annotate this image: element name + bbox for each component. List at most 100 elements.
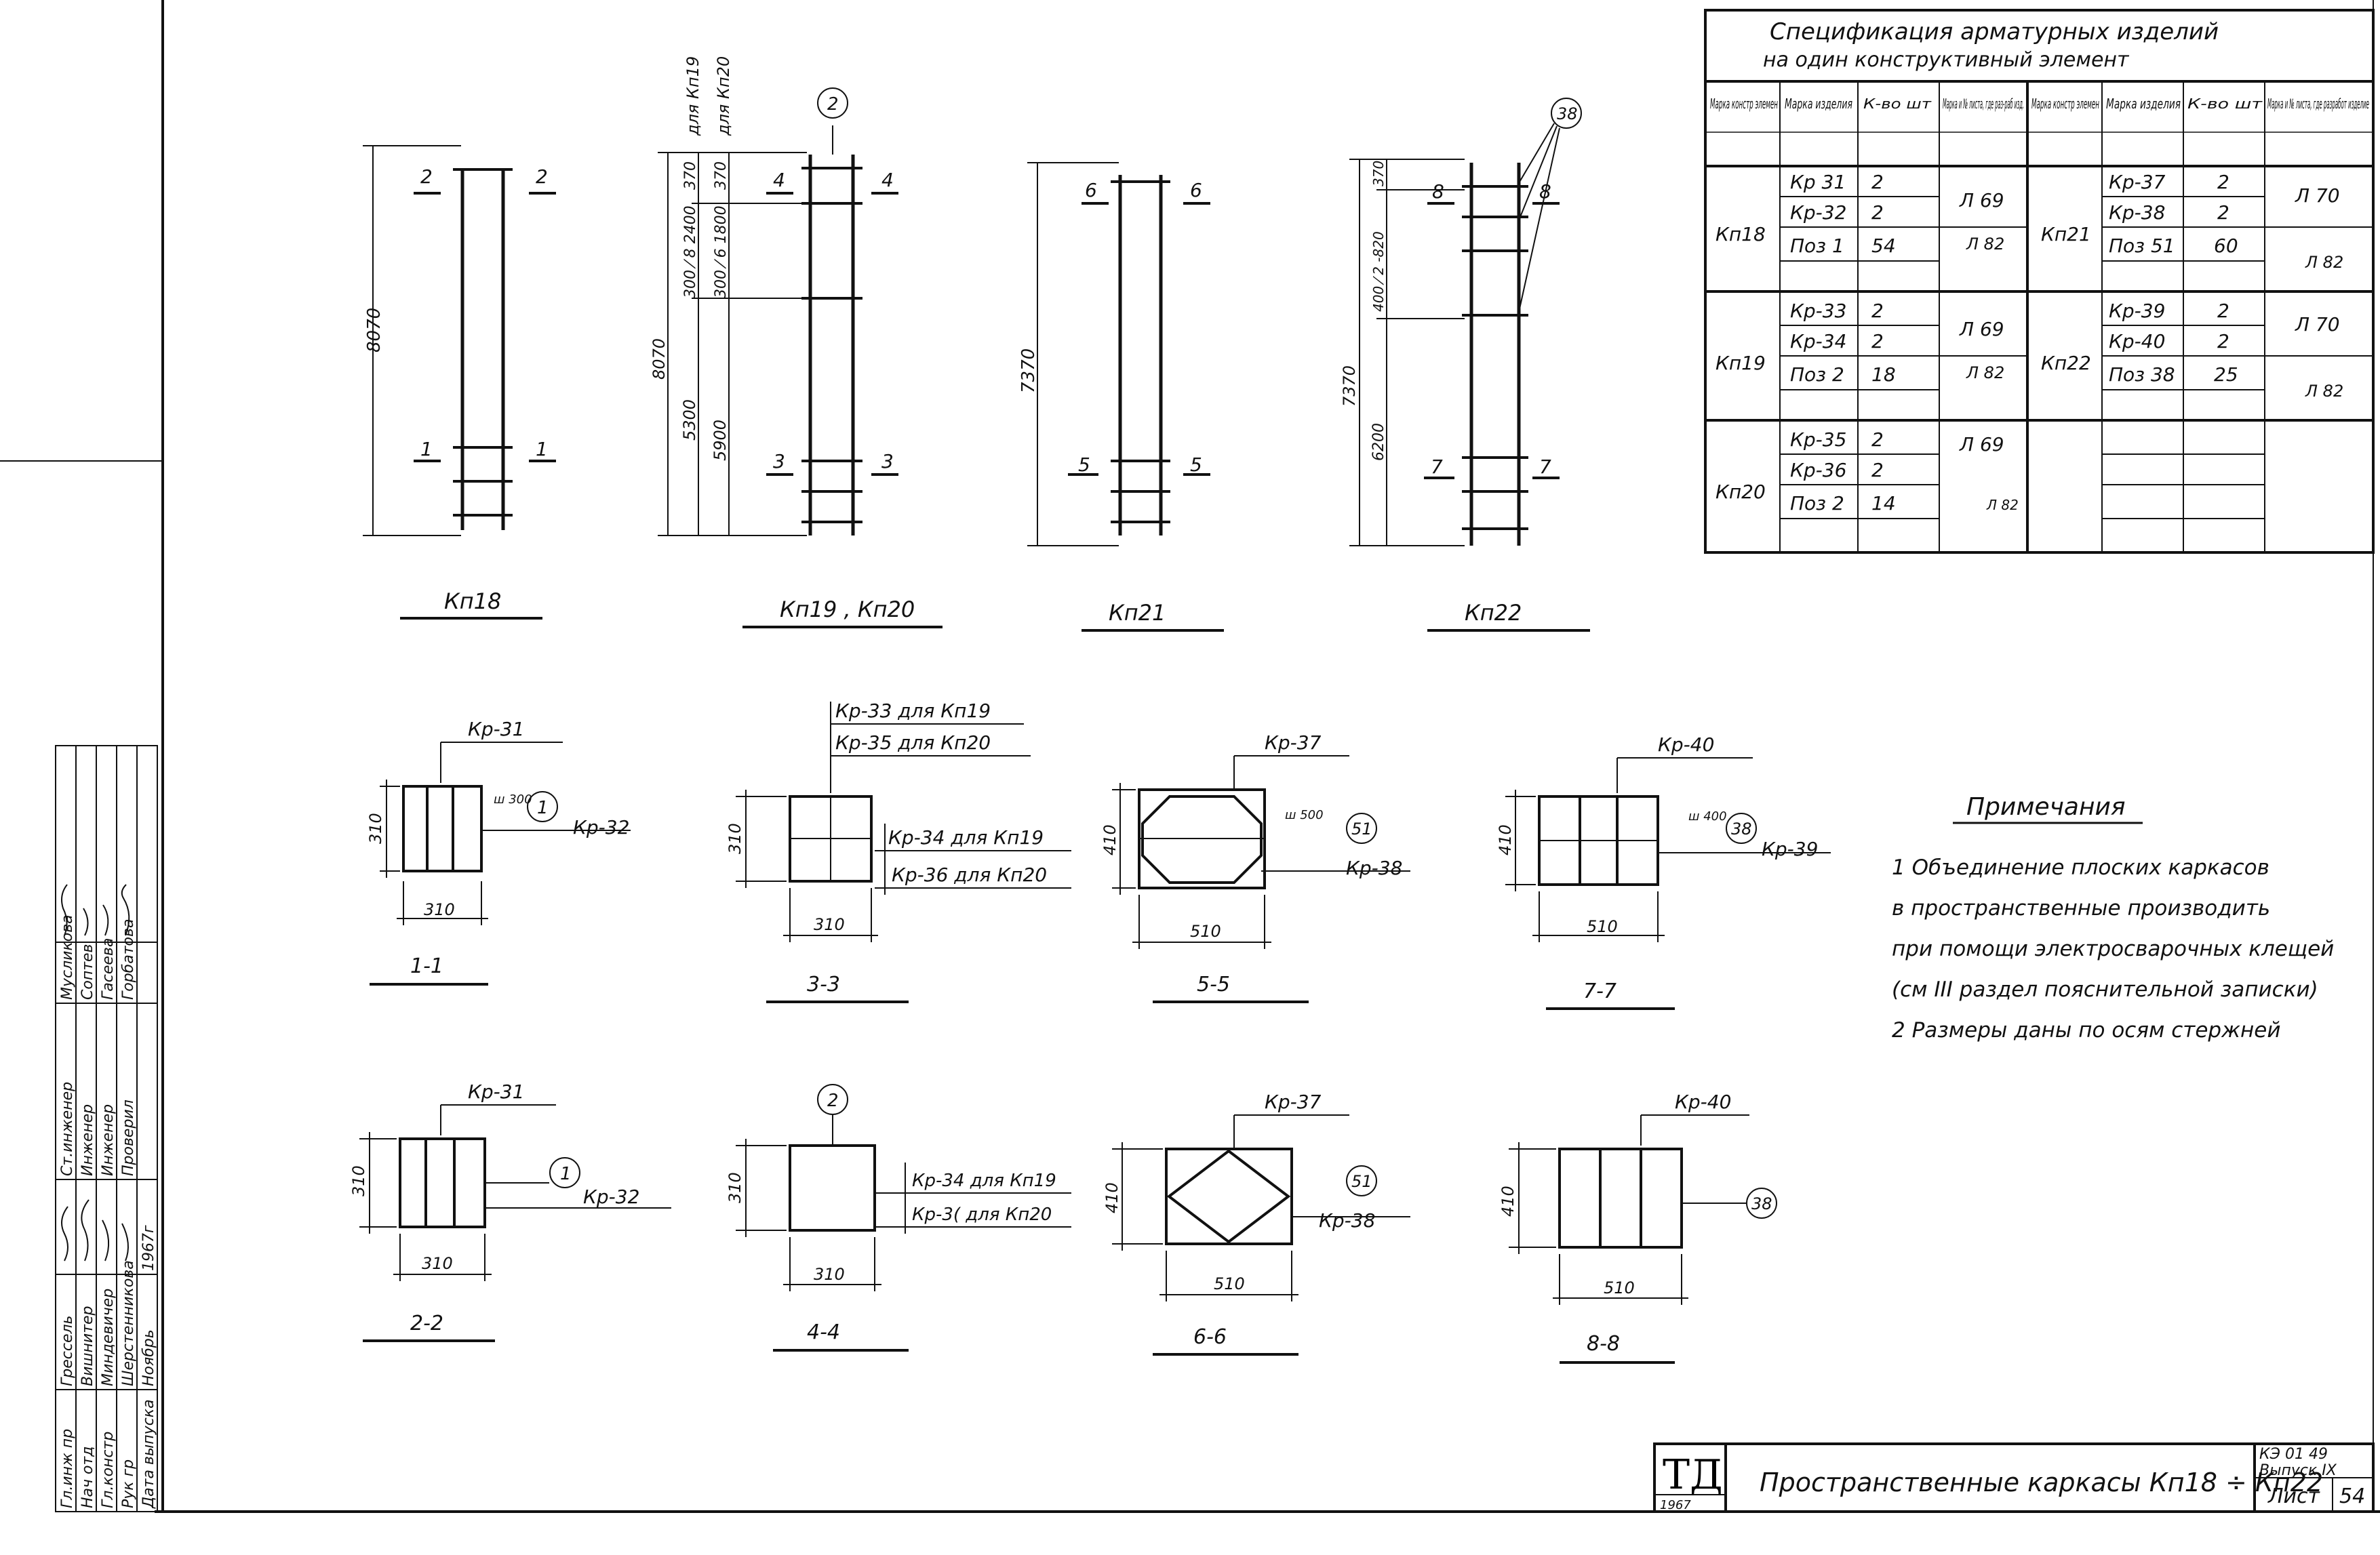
note-line: 1 Объединение плоских каркасов: [1892, 855, 2269, 880]
elevation-kp18: 8070 2 2 1 1 Кп18: [363, 145, 556, 620]
note-line: (см III раздел пояснительной записки): [1892, 977, 2318, 1002]
spec-qty: 54: [1871, 235, 1896, 257]
header-sheet: Марка и № листа, где разработ изделие: [2267, 96, 2369, 112]
spec-qty: 18: [1871, 363, 1896, 386]
spec-element: Кп21: [2041, 223, 2091, 245]
stamp-role: Ст.инженер: [59, 1082, 76, 1176]
spacing-note: ш 400: [1688, 809, 1727, 824]
issue: Выпуск IX: [2259, 1462, 2337, 1479]
header-item: Марка изделия: [2106, 96, 2181, 112]
dim-height: 410: [1103, 1182, 1122, 1213]
spec-title: Спецификация арматурных изделий: [1770, 18, 2219, 45]
side-stamp: Гл.инж пр Грессель Ст.инженер Мусликова …: [55, 745, 158, 1512]
header-qty: К-во шт: [2187, 96, 2263, 112]
spec-sheet: Л 69: [1959, 433, 2004, 456]
elevation-kp22: 38 7370 6200 400 ⁄ 2 -820 370 8 8 7 7 Кп…: [1340, 98, 1590, 632]
spec-table: Спецификация арматурных изделий на один …: [1704, 9, 2375, 554]
dim-height: 310: [349, 1165, 368, 1196]
stamp-name: Миндевичер: [100, 1289, 117, 1386]
spec-element: Кп22: [2041, 352, 2091, 374]
dim-upper: 400 ⁄ 2 -820: [1370, 231, 1387, 312]
spec-qty: 2: [1871, 459, 1884, 481]
section-mark: 1: [536, 438, 548, 460]
section-mark: 4: [773, 169, 785, 191]
callout-2: 2: [827, 94, 839, 115]
section-2-2: Кр-31 Кр-32 1 310 310 2-2: [349, 1081, 671, 1342]
spec-qty: 2: [1871, 330, 1884, 352]
section-mark: 6: [1085, 179, 1097, 201]
dim-upper: 300 ⁄ 6 1800: [713, 205, 730, 298]
spec-item: Поз 2: [1790, 492, 1844, 514]
dim-height: 410: [1499, 1186, 1518, 1217]
sheet-number: 54: [2339, 1485, 2365, 1508]
stamp-year: 1967г: [140, 1225, 157, 1271]
sheet-label: Лист: [2267, 1485, 2321, 1508]
bar-label: Кр-37: [1265, 1091, 1322, 1113]
dim-top: 370: [713, 161, 730, 190]
bar-label: Кр-36 для Кп20: [892, 864, 1047, 886]
spec-sheet: Л 70: [2295, 313, 2340, 336]
stamp-role: Проверил: [120, 1099, 137, 1176]
callout: 38: [1731, 820, 1752, 839]
dim-width: 510: [1604, 1278, 1635, 1297]
bar-label: Кр-3( для Кп20: [912, 1205, 1052, 1225]
dim-width: 310: [814, 1265, 845, 1284]
section-title: 3-3: [807, 973, 840, 996]
stamp-date: Ноябрь: [140, 1329, 157, 1386]
header-item: Марка изделия: [1785, 96, 1852, 112]
bar-label: Кр-38: [1319, 1209, 1375, 1232]
spec-sheet: Л 82: [1986, 497, 2019, 513]
section-1-1: Кр-31 Кр-32 ш 300 1 310 310 1-1: [366, 718, 631, 986]
spec-element: Кп19: [1715, 352, 1766, 374]
section-mark: 6: [1190, 179, 1202, 201]
section-6-6: Кр-37 Кр-38 51 510 410 6-6: [1103, 1091, 1410, 1356]
dim-height: 8070: [650, 338, 669, 380]
elevation-kp21: 7370 6 6 5 5 Кп21: [1018, 162, 1224, 632]
spec-qty: 2: [1871, 300, 1884, 322]
spec-item: Поз 1: [1790, 235, 1844, 257]
spec-item: Кр-39: [2109, 300, 2165, 322]
section-3-3: Кр-33 для Кп19 Кр-35 для Кп20 Кр-34 для …: [726, 700, 1071, 1003]
label-kp19: для Кп19: [683, 56, 702, 136]
stamp-name: Горбатова: [120, 919, 137, 1000]
spec-item: Кр 31: [1790, 171, 1846, 193]
bar-label: Кр-32: [583, 1186, 639, 1208]
label-kp20: для Кп20: [714, 56, 733, 136]
dim-width: 310: [424, 900, 455, 919]
section-4-4: 2 Кр-34 для Кп19 Кр-3( для Кп20 310 310 …: [726, 1084, 1071, 1352]
spec-qty: 2: [1871, 428, 1884, 451]
spec-sheet: Л 82: [2305, 382, 2343, 401]
elevation-title: Кп22: [1465, 600, 1522, 626]
section-mark: 2: [536, 165, 548, 188]
callout-38: 38: [1557, 104, 1578, 123]
spec-item: Кр-35: [1790, 428, 1846, 451]
callout: 51: [1351, 1172, 1372, 1191]
spec-item: Поз 38: [2109, 363, 2175, 386]
stamp-name: Грессель: [59, 1315, 76, 1386]
spec-element: Кп18: [1715, 223, 1766, 245]
section-title: 7-7: [1583, 980, 1617, 1003]
callout: 38: [1751, 1194, 1772, 1213]
callout: 1: [537, 798, 549, 818]
signatures: [61, 884, 130, 1261]
stamp-name: Вишнитер: [79, 1306, 96, 1386]
notes: Примечания 1 Объединение плоских каркасо…: [1892, 793, 2334, 1043]
stamp-name: Мусликова: [59, 914, 76, 1000]
logo: ТД: [1663, 1451, 1723, 1499]
title-block: ТД 1967 Пространственные каркасы Кп18 ÷ …: [1653, 1442, 2375, 1513]
spec-item: Кр-36: [1790, 459, 1846, 481]
callout: 1: [560, 1164, 572, 1184]
spec-qty: 2: [2217, 330, 2229, 352]
dim-width: 310: [422, 1254, 453, 1273]
dim-width: 510: [1190, 922, 1221, 941]
spec-sheet: Л 69: [1959, 318, 2004, 340]
elevation-title: Кп19 , Кп20: [780, 597, 915, 622]
section-mark: 8: [1432, 180, 1444, 203]
stamp-role: Нач отд: [79, 1446, 96, 1508]
section-mark: 5: [1078, 453, 1090, 476]
notes-heading: Примечания: [1966, 793, 2126, 821]
dim-height: 310: [726, 1172, 745, 1203]
header-sheet: Марка и № листа, где раз-раб изд.: [1943, 96, 2024, 112]
section-title: 8-8: [1587, 1332, 1620, 1356]
